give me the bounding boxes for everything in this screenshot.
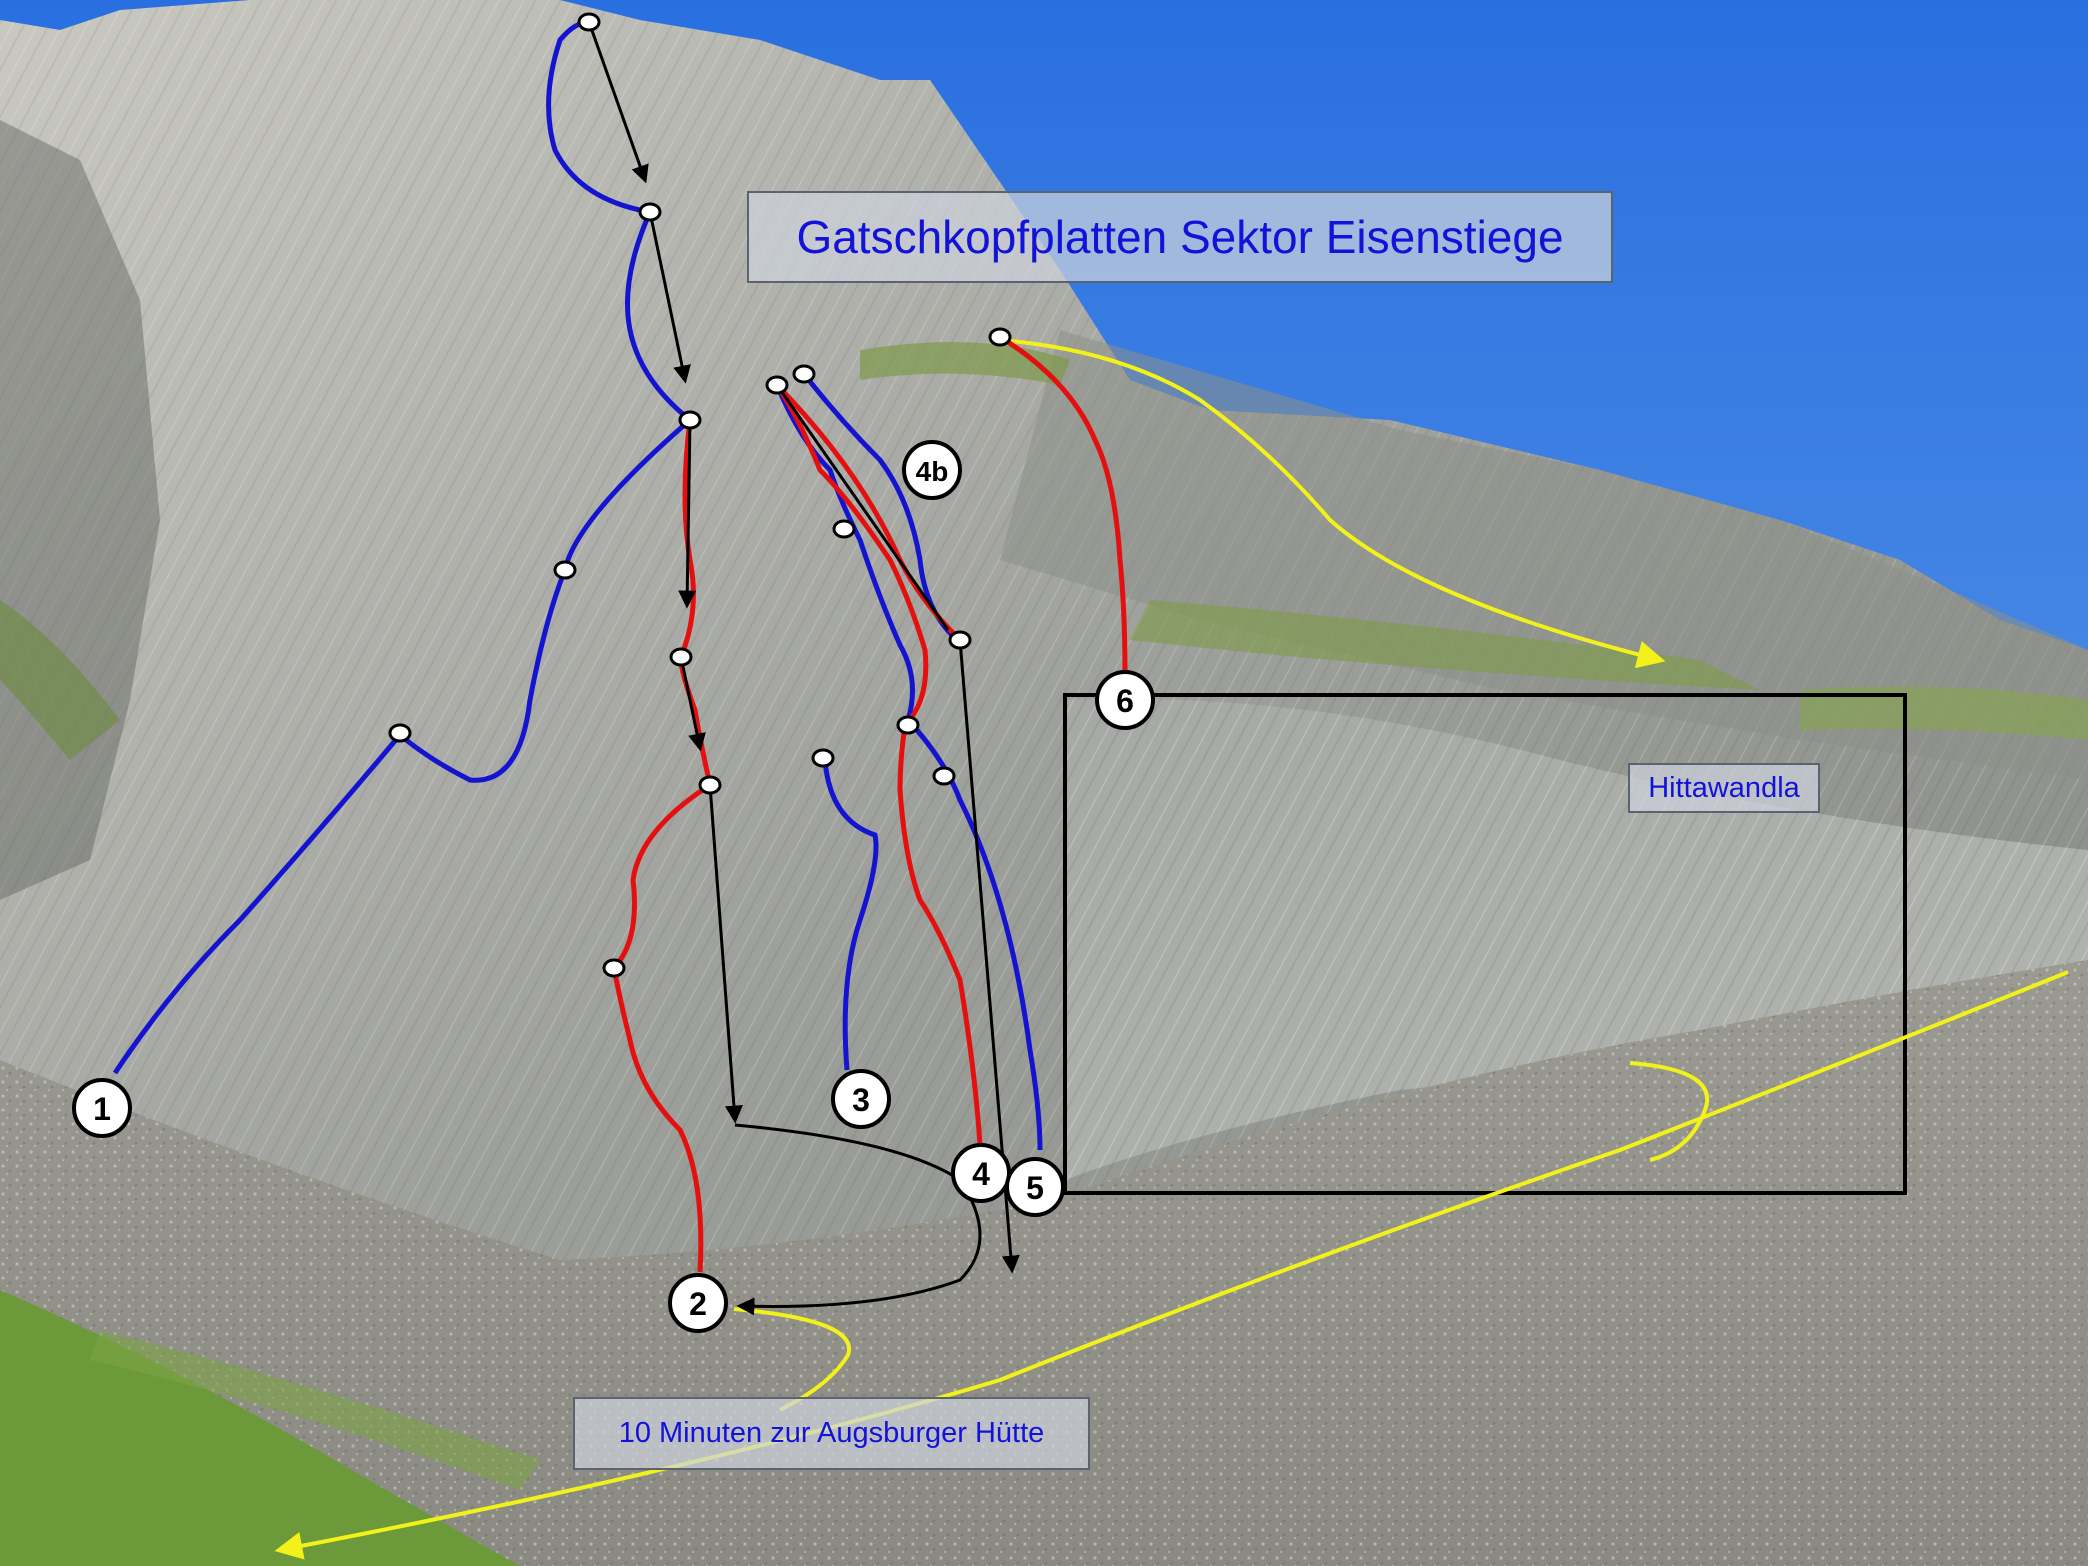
hut-direction-box: 10 Minuten zur Augsburger Hütte [573, 1397, 1090, 1470]
route-marker-label: 1 [93, 1091, 111, 1127]
descent-path [734, 1123, 982, 1316]
hittawandla-texture [1065, 698, 2088, 1180]
belay-station [765, 375, 789, 395]
right-ridge [1000, 330, 2088, 780]
hittawandla-label-box: Hittawandla [1628, 763, 1820, 813]
route-marker-label: 3 [852, 1082, 870, 1118]
route-marker-4: 4 [951, 1143, 1011, 1203]
abseil-arrow [679, 656, 706, 752]
belay-station [638, 202, 662, 222]
belay-station [553, 560, 577, 580]
belay-station [669, 647, 693, 667]
approach-trail-scree [1629, 1061, 1709, 1162]
route-marker-4b: 4b [902, 440, 962, 500]
meadow-strip [90, 1330, 540, 1490]
route-marker-label: 5 [1026, 1170, 1044, 1206]
hittawandla-frame [1063, 693, 1907, 1195]
grass-ledge [860, 342, 1070, 385]
route-marker-label: 4b [916, 456, 949, 487]
route-marker-label: 4 [972, 1156, 990, 1192]
abseil-arrow [708, 784, 743, 1124]
sector-title: Gatschkopfplatten Sektor Eisenstiege [796, 211, 1564, 263]
abseil-arrow [775, 384, 950, 631]
belay-station [577, 12, 601, 32]
grass-ledge [1130, 600, 1760, 690]
route-marker-label: 6 [1116, 683, 1134, 719]
route-marker-6: 6 [1095, 670, 1155, 730]
route-marker-label: 2 [689, 1286, 707, 1322]
route-marker-2: 2 [668, 1273, 728, 1333]
hittawandla-label: Hittawandla [1648, 771, 1800, 804]
belay-station [948, 630, 972, 650]
abseil-arrow [587, 21, 649, 184]
route-6-line [998, 334, 1128, 675]
abseil-arrow [678, 419, 697, 609]
grass-ledge [1800, 686, 2088, 740]
belay-station [698, 775, 722, 795]
route-3-line [822, 759, 879, 1071]
scree-gravel [0, 960, 2088, 1566]
approach-trail-upper [999, 338, 1666, 669]
belay-station [811, 748, 835, 768]
route-marker-1: 1 [72, 1078, 132, 1138]
sector-title-box: Gatschkopfplatten Sektor Eisenstiege [747, 191, 1613, 283]
route-4b-line [774, 384, 1043, 1151]
belay-station [896, 715, 920, 735]
approach-trail-lower [274, 970, 2069, 1560]
belay-station [602, 958, 626, 978]
route-marker-3: 3 [831, 1069, 891, 1129]
belay-station [988, 327, 1012, 347]
hut-direction-label: 10 Minuten zur Augsburger Hütte [618, 1417, 1045, 1449]
route-1-top-line [546, 19, 692, 422]
belay-station [792, 364, 816, 384]
belay-station [678, 410, 702, 430]
approach-trail-hut [733, 1307, 852, 1412]
grass-ledge [0, 600, 120, 760]
belay-station [388, 723, 412, 743]
route-marker-5: 5 [1005, 1157, 1065, 1217]
belay-stations [388, 12, 1012, 978]
belay-station [932, 766, 956, 786]
abseil-arrow [648, 211, 691, 384]
belay-station [832, 519, 856, 539]
route-4b-upper [802, 372, 957, 640]
